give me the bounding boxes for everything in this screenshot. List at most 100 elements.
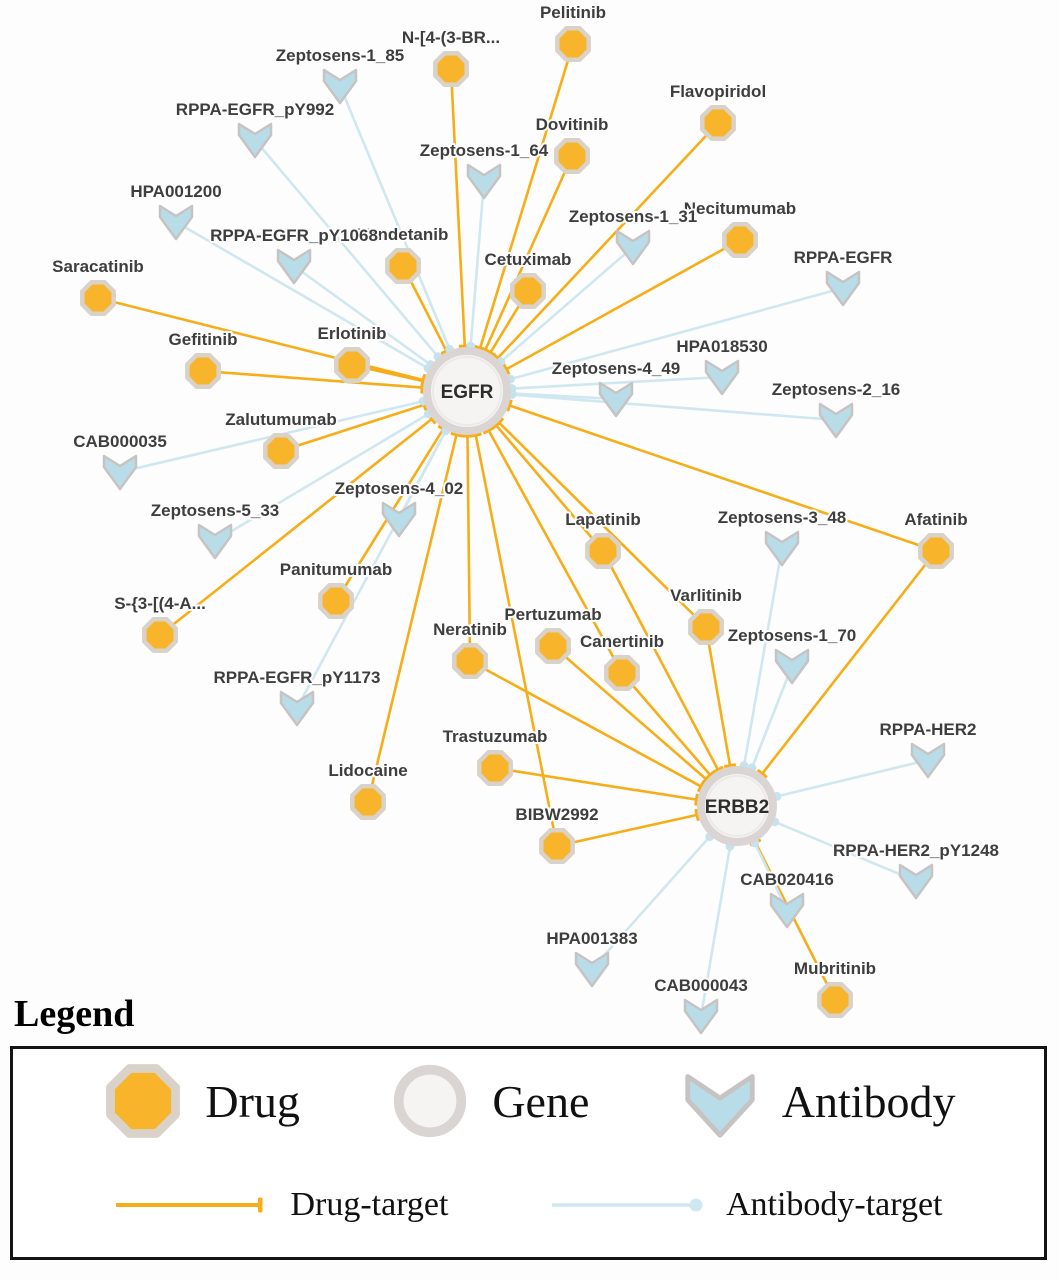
antibody-target-edge-hpa001383 [591, 832, 715, 970]
drug-target-edge-lidocaine [366, 431, 463, 803]
antibody-label-zeptosens-1_64: Zeptosens-1_64 [420, 141, 549, 160]
antibody-node-zeptosens-2_16[interactable] [818, 402, 854, 439]
drug-node-trastuzumab[interactable] [477, 750, 513, 786]
drug-label-bibw2992: BIBW2992 [515, 805, 598, 824]
antibody-node-hpa018530[interactable] [704, 359, 740, 396]
drug-node-canertinib[interactable] [604, 655, 640, 691]
antibody-target-edge-zeptosens-3_48 [739, 547, 784, 771]
antibody-target-edge-zeptosens-1_64 [466, 180, 486, 351]
gene-icon [394, 1064, 467, 1138]
drug-node-mubritinib[interactable] [817, 982, 853, 1018]
drug-node-bibw2992[interactable] [539, 828, 575, 864]
antibody-label-rppa-egfr: RPPA-EGFR [794, 248, 893, 267]
drug-label-lapatinib: Lapatinib [565, 510, 641, 529]
antibody-target-edge-zeptosens-4_49 [507, 389, 617, 401]
drug-target-edge-trastuzumab [494, 766, 699, 806]
antibody-label-cab020416: CAB020416 [740, 870, 834, 889]
antibody-target-edge-rppa-her2 [772, 758, 929, 801]
legend-title: Legend [14, 993, 135, 1035]
antibody-target-edge-zeptosens-1_31 [496, 246, 634, 366]
drug-node-afatinib[interactable] [918, 533, 954, 569]
legend-drug-label: Drug [205, 1075, 300, 1127]
drug-label-vandetanib: Vandetanib [358, 225, 449, 244]
gene-node-erbb2[interactable] [697, 766, 777, 846]
drug-target-edge-gefitinib [202, 369, 425, 394]
drug-target-edge-neratinib [469, 659, 705, 793]
drug-node-panitumumab[interactable] [318, 583, 354, 619]
antibody-node-zeptosens-1_31[interactable] [615, 229, 651, 266]
antibody-icon [685, 1074, 755, 1138]
drug-target-edge-afatinib [756, 550, 938, 779]
drug-target-edge-pelitinib [474, 43, 575, 352]
drug-node-varlitinib[interactable] [688, 609, 724, 645]
antibody-target-edge-icon [551, 1198, 703, 1212]
drug-target-edge-varlitinib [704, 626, 737, 769]
antibody-node-rppa-egfr[interactable] [825, 270, 861, 307]
drug-node-zalutumumab[interactable] [263, 433, 299, 469]
legend-gene-label: Gene [492, 1075, 590, 1127]
drug-target-edge-lapatinib [601, 550, 724, 774]
drug-label-lidocaine: Lidocaine [328, 761, 407, 780]
gene-node-egfr[interactable] [423, 347, 511, 435]
antibody-target-edge-rppa-her2_py1248 [770, 817, 917, 883]
drug-target-edge-flavopiridol [492, 122, 719, 364]
legend-item-drug-target: Drug-target [114, 1186, 448, 1224]
drug-node-erlotinib[interactable] [334, 347, 370, 383]
drug-label-canertinib: Canertinib [580, 632, 664, 651]
drug-label-necitumumab: Necitumumab [684, 199, 796, 218]
antibody-node-rppa-her2_py1248[interactable] [898, 863, 934, 900]
drug-label-varlitinib: Varlitinib [670, 586, 742, 605]
drug-node-lapatinib[interactable] [585, 533, 621, 569]
drug-target-edge-lapatinib [490, 420, 604, 552]
antibody-label-hpa001383: HPA001383 [546, 929, 637, 948]
drug-label-n4-3br: N-[4-(3-BR... [402, 28, 500, 47]
drug-node-s3-4a[interactable] [142, 617, 178, 653]
antibody-label-rppa-egfr_py992: RPPA-EGFR_pY992 [176, 100, 334, 119]
antibody-label-rppa-egfr_py1068: RPPA-EGFR_pY1068 [210, 226, 378, 245]
drug-target-edge-pertuzumab [552, 645, 711, 785]
antibody-node-zeptosens-1_85[interactable] [322, 68, 358, 105]
antibody-node-zeptosens-1_64[interactable] [466, 163, 502, 200]
antibody-node-rppa-her2[interactable] [910, 742, 946, 779]
drug-label-s3-4a: S-{3-[(4-A... [114, 594, 206, 613]
drug-label-trastuzumab: Trastuzumab [443, 727, 548, 746]
antibody-target-edge-rppa-egfr [506, 286, 844, 384]
drug-target-edge-necitumumab [502, 238, 741, 375]
drug-node-necitumumab[interactable] [722, 222, 758, 258]
antibody-node-zeptosens-1_70[interactable] [774, 648, 810, 685]
antibody-label-zeptosens-4_49: Zeptosens-4_49 [552, 359, 681, 378]
antibody-target-edge-hpa018530 [507, 375, 723, 393]
antibody-node-cab020416[interactable] [769, 892, 805, 929]
antibody-node-zeptosens-4_02[interactable] [381, 501, 417, 538]
drug-label-afatinib: Afatinib [904, 510, 967, 529]
antibody-node-zeptosens-3_48[interactable] [764, 530, 800, 567]
drug-node-lidocaine[interactable] [350, 784, 386, 820]
antibody-label-hpa018530: HPA018530 [676, 337, 767, 356]
drug-node-vandetanib[interactable] [385, 248, 421, 284]
drug-target-edge-afatinib [506, 399, 937, 553]
antibody-label-zeptosens-2_16: Zeptosens-2_16 [772, 380, 901, 399]
drug-label-pelitinib: Pelitinib [540, 3, 606, 22]
drug-node-dovitinib[interactable] [554, 138, 590, 174]
drug-node-pelitinib[interactable] [555, 26, 591, 62]
antibody-node-hpa001200[interactable] [158, 204, 194, 241]
drug-target-edge-varlitinib [494, 417, 707, 628]
antibody-node-zeptosens-5_33[interactable] [197, 523, 233, 560]
legend-drug-target-label: Drug-target [290, 1186, 449, 1223]
drug-node-flavopiridol[interactable] [700, 105, 736, 141]
antibody-node-zeptosens-4_49[interactable] [598, 381, 634, 418]
antibody-node-hpa001383[interactable] [574, 951, 610, 988]
drug-node-n4-3br[interactable] [433, 51, 469, 87]
antibody-node-rppa-egfr_py992[interactable] [237, 122, 273, 159]
antibody-label-zeptosens-4_02: Zeptosens-4_02 [335, 479, 464, 498]
drug-node-cetuximab[interactable] [510, 273, 546, 309]
drug-node-pertuzumab[interactable] [535, 628, 571, 664]
antibody-node-rppa-egfr_py1068[interactable] [276, 248, 312, 285]
drug-node-neratinib[interactable] [452, 643, 488, 679]
antibody-node-cab000043[interactable] [683, 998, 719, 1035]
drug-node-gefitinib[interactable] [185, 353, 221, 389]
drug-node-saracatinib[interactable] [80, 280, 116, 316]
antibody-node-rppa-egfr_py1173[interactable] [279, 690, 315, 727]
antibody-node-cab000035[interactable] [102, 454, 138, 491]
